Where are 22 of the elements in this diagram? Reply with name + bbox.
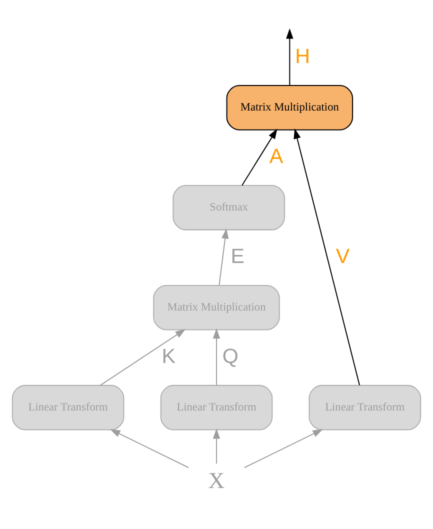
- arrow: [110, 428, 189, 468]
- edge-label: A: [269, 144, 284, 168]
- node-box: Matrix Multiplication: [226, 84, 354, 130]
- node-box: Linear Transform: [160, 384, 273, 430]
- arrow: [100, 328, 186, 386]
- arrow: [218, 228, 229, 285]
- arrow: [244, 428, 324, 468]
- node-box: Softmax: [172, 184, 286, 230]
- node-text: X: [208, 468, 225, 493]
- arrow: [286, 28, 294, 85]
- arrow: [294, 128, 360, 385]
- arrow: [212, 328, 220, 385]
- arrow: [242, 128, 278, 186]
- node-box: Matrix Multiplication: [153, 284, 280, 330]
- edge-label: Q: [222, 344, 238, 368]
- edge-label: V: [336, 244, 350, 268]
- node-box: Linear Transform: [12, 384, 124, 430]
- arrow: [212, 428, 220, 464]
- node-box: Linear Transform: [308, 384, 422, 430]
- edge-label: E: [230, 244, 245, 268]
- edge-label: H: [295, 44, 310, 68]
- edge-label: K: [162, 344, 176, 368]
